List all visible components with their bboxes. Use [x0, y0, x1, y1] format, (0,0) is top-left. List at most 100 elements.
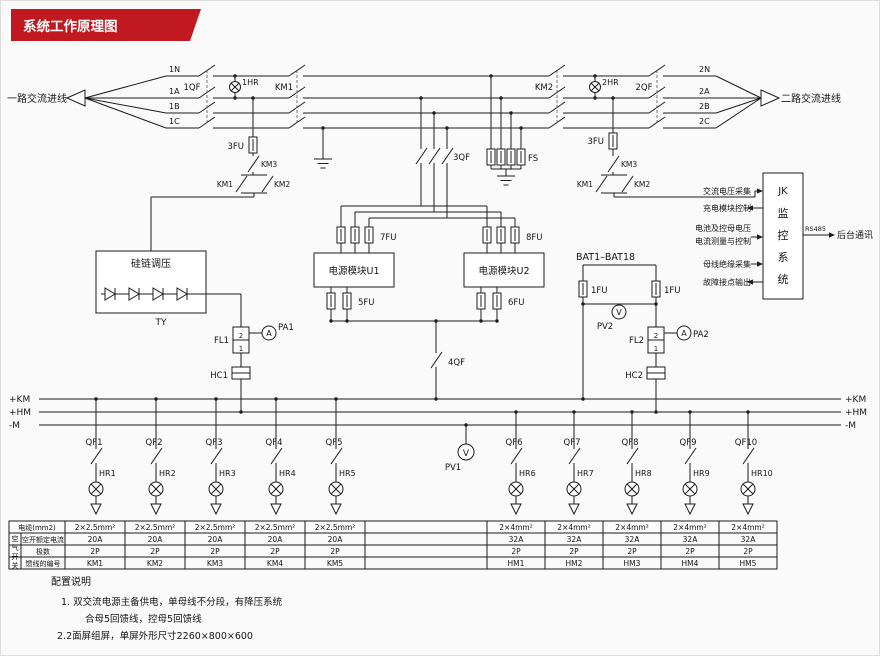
arrow-right-icon: [829, 232, 835, 238]
feeder-qf9: QF9 HR9: [680, 412, 710, 515]
table-cell: 2P: [150, 547, 160, 556]
phase-label-1b: 1B: [169, 102, 180, 111]
shunt-fl2-label: FL2: [629, 336, 644, 346]
breaker-2qf-label: 2QF: [636, 83, 653, 93]
table-cell: 20A: [268, 535, 284, 544]
table-cell: 20A: [88, 535, 104, 544]
fuse-3fu-right-label: 3FU: [587, 137, 604, 147]
ammeter-pa1-glyph: A: [266, 329, 272, 338]
table-cell: HM3: [624, 559, 641, 568]
table-cell: KM1: [87, 559, 103, 568]
config-notes: 配置说明 1. 双交流电源主备供电，单母线不分段，有降压系统 合母5回馈线，控母…: [51, 575, 283, 642]
monitor-box-line5: 统: [778, 273, 789, 286]
fl2-cell-bottom: 1: [654, 345, 658, 353]
arrester-fs: FS: [486, 76, 538, 186]
table-cell: 2×2.5mm²: [315, 523, 356, 532]
table-cell: 2P: [511, 547, 521, 556]
table-cell: 2×2.5mm²: [195, 523, 236, 532]
lamp-2hr-label: 2HR: [602, 78, 619, 87]
ammeter-pa1-icon: [261, 325, 277, 341]
feeder-qf2: QF2 HR2: [146, 399, 176, 515]
power-module-u1: 7FU 电源模块U1 5FU: [313, 206, 397, 321]
breaker-1qf-label: 1QF: [184, 83, 201, 93]
feeder-qf6: QF6 HR6: [506, 412, 536, 515]
feeder-qf8: QF8 HR8: [622, 412, 652, 515]
comm-label: 后台通讯: [837, 229, 873, 241]
lamp-icon: [229, 81, 241, 93]
shunt-fl1-label: FL1: [214, 336, 229, 346]
table-cell: 2P: [210, 547, 220, 556]
table-cell: 2×4mm²: [615, 523, 648, 532]
table-cell: KM2: [147, 559, 163, 568]
incoming-right-arrow-icon: [760, 89, 781, 107]
table-group-char: 开: [12, 553, 19, 561]
feeder-hr-label: HR5: [339, 469, 356, 478]
table-cell: KM5: [327, 559, 343, 568]
ground-icon: [496, 175, 516, 186]
feeder-qf-label: QF10: [735, 438, 757, 448]
contact-km3-label: KM3: [261, 160, 277, 169]
phase-label-2c: 2C: [699, 117, 710, 126]
fl2-cell-top: 2: [654, 332, 658, 340]
battery-fuse-left-label: 1FU: [591, 286, 608, 296]
feeder-group-hm: QF6 HR6 QF7 HR7 QF8 HR8 QF9 HR9 QF10 HR1…: [506, 412, 773, 515]
incoming-left: 一路交流进线: [7, 75, 167, 129]
contact-km3-label: KM3: [621, 160, 637, 169]
contact-km1-label: KM1: [577, 180, 593, 189]
battery-branch: BAT1–BAT18 1FU 1FU V PV2: [576, 252, 681, 399]
voltmeter-pv1-icon: [457, 443, 475, 461]
feeder-qf7: QF7 HR7: [564, 412, 594, 515]
monitor-signal-2: 充电模块控制: [703, 203, 751, 213]
dc-buses: +KM +HM -M +KM +HM -M: [9, 395, 867, 431]
feeder-table: 空 气 开 关 电缆(mm2) 空开额定电流 极数 馈线的编号 2×2.5mm²…: [8, 520, 778, 570]
comm-bus-label: RS485: [805, 225, 826, 233]
feeder-hr-label: HR4: [279, 469, 296, 478]
monitor-box-line3: 控: [778, 228, 789, 242]
feeder-qf10: QF10 HR10: [735, 412, 773, 515]
ammeter-pa2-glyph: A: [681, 329, 687, 338]
voltmeter-pv2-glyph: V: [616, 308, 622, 317]
monitor-signal-6: 故障接点输出: [703, 277, 751, 287]
phase-label-1n: 1N: [169, 65, 180, 74]
page-title: 系统工作原理图: [23, 18, 118, 35]
table-cell: 2P: [627, 547, 637, 556]
title-banner: 系统工作原理图: [11, 9, 201, 41]
monitor-signal-5: 母线绝缘采集: [703, 259, 751, 269]
notes-title: 配置说明: [51, 575, 91, 588]
feeder-qf-label: QF8: [622, 438, 639, 448]
feeder-hr-label: HR6: [519, 469, 536, 478]
table-cell: 2×2.5mm²: [135, 523, 176, 532]
contactor-km1: KM1: [275, 64, 306, 129]
module-u1-label: 电源模块U1: [329, 265, 380, 277]
breaker-4qf-label: 4QF: [448, 358, 465, 368]
bus-km-label-left: +KM: [9, 395, 30, 405]
ground-icon: [313, 158, 333, 169]
incoming-left-arrow-icon: [65, 89, 86, 107]
feeder-hr-label: HR2: [159, 469, 176, 478]
fuse-3fu-left-label: 3FU: [227, 142, 244, 152]
table-cell: 20A: [208, 535, 224, 544]
table-cell: 20A: [328, 535, 344, 544]
fuse-icon: [608, 132, 618, 150]
arrester-fs-label: FS: [528, 154, 538, 164]
feeder-qf4: QF4 HR4: [266, 399, 296, 515]
feeder-qf1: QF1 HR1: [86, 399, 116, 515]
table-cell: HM5: [740, 559, 757, 568]
bus-m-label-left: -M: [9, 421, 20, 431]
bus-hm-label-right: +HM: [845, 408, 867, 418]
table-cell: 20A: [148, 535, 164, 544]
lamp-icon: [589, 81, 601, 93]
feeder-hr-label: HR10: [751, 469, 773, 478]
feeder-qf-label: QF3: [206, 438, 223, 448]
arrow-right-icon: [757, 261, 763, 267]
breaker-3qf: 3QF: [341, 98, 515, 219]
table-cell: 2P: [569, 547, 579, 556]
table-cell: 32A: [625, 535, 641, 544]
contact-km2-label: KM2: [274, 180, 290, 189]
arrow-right-icon: [757, 234, 763, 240]
regulator-tag: TY: [155, 318, 167, 328]
table-cell: HM4: [682, 559, 699, 568]
branch-3fu-right: 3FU KM3 KM1 KM2: [577, 98, 763, 198]
dc-collector-4qf: 4QF: [331, 320, 497, 399]
voltmeter-pv1-label: PV1: [445, 463, 461, 473]
